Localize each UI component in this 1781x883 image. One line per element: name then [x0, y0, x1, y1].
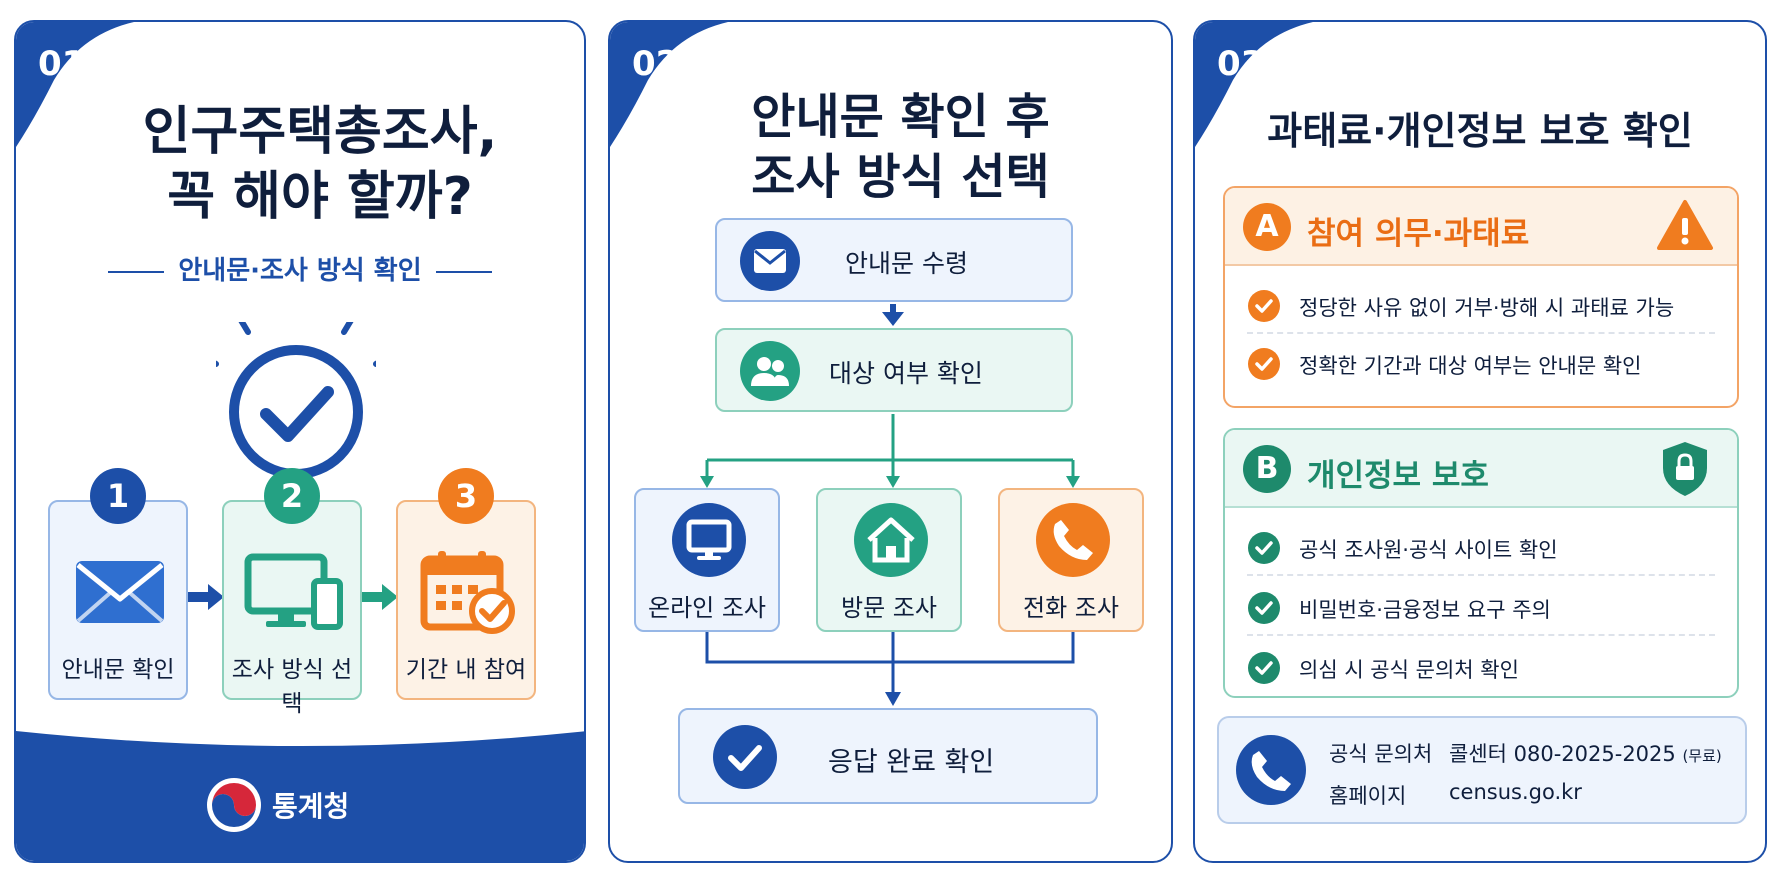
- monitor-icon: [672, 503, 746, 577]
- warning-icon: [1657, 200, 1713, 250]
- people-icon: [740, 341, 800, 401]
- arrow-right-icon: [362, 584, 398, 610]
- arrow-right-icon: [188, 584, 224, 610]
- step-number: 2: [264, 468, 320, 524]
- panel-survey-method: 02 안내문 확인 후 조사 방식 선택: [608, 20, 1173, 863]
- method-online: 온라인 조사: [634, 488, 780, 632]
- shield-lock-icon: [1663, 442, 1707, 496]
- agency-logo: 통계청: [206, 775, 349, 835]
- homepage-link[interactable]: census.go.kr: [1449, 780, 1582, 804]
- panel-number: 03: [1217, 44, 1265, 84]
- corner-badge: [1195, 22, 1314, 147]
- flow-step-check-eligibility: 대상 여부 확인: [715, 328, 1073, 412]
- page-title: 인구주택총조사, 꼭 해야 할까?: [142, 102, 498, 227]
- step-number: 1: [90, 468, 146, 524]
- section-header: B 개인정보 보호: [1225, 430, 1737, 508]
- corner-badge: [610, 22, 729, 147]
- step-label: 조사 방식 선택: [231, 657, 353, 717]
- method-visit: 방문 조사: [816, 488, 962, 632]
- panel-number: 01: [38, 44, 86, 84]
- section-header: A 참여 의무·과태료: [1225, 188, 1737, 266]
- list-item: 공식 조사원·공식 사이트 확인: [1247, 518, 1715, 576]
- bottom-band: [16, 731, 584, 861]
- section-privacy: B 개인정보 보호 공식 조사원·공식 사이트 확인 비밀번호·금융정보 요구 …: [1223, 428, 1739, 698]
- check-circle-icon: [1248, 652, 1280, 684]
- list-item: 의심 시 공식 문의처 확인: [1247, 638, 1715, 696]
- panel-why-participate: 01 인구주택총조사, 꼭 해야 할까? 안내문·조사 방식 확인 1 안내문 …: [14, 20, 586, 863]
- phone-icon: [1036, 503, 1110, 577]
- check-circle-icon: [1248, 532, 1280, 564]
- method-phone: 전화 조사: [998, 488, 1144, 632]
- section-title: 개인정보 보호: [1307, 458, 1489, 494]
- contact-label: 공식 문의처: [1329, 742, 1433, 766]
- devices-icon: [244, 553, 343, 630]
- method-label: 전화 조사: [1023, 594, 1119, 622]
- envelope-icon: [740, 231, 800, 291]
- method-label: 온라인 조사: [647, 594, 767, 622]
- house-icon: [854, 503, 928, 577]
- check-circle-icon: [1248, 290, 1280, 322]
- calendar-check-icon: [420, 551, 515, 634]
- check-circle-icon: [1248, 348, 1280, 380]
- step-label: 기간 내 참여: [405, 657, 527, 683]
- phone-icon: [1236, 735, 1306, 805]
- section-penalty: A 참여 의무·과태료 정당한 사유 없이 거부·방해 시 과태료 가능 정확한…: [1223, 186, 1739, 408]
- section-letter: A: [1243, 203, 1291, 251]
- step-card-participate: 3 기간 내 참여: [396, 468, 536, 700]
- agency-name: 통계청: [272, 790, 350, 823]
- step-label: 안내문 확인: [61, 657, 175, 683]
- emblem-icon: [207, 778, 261, 832]
- corner-badge: [16, 22, 135, 147]
- panel-number: 02: [632, 44, 680, 84]
- flow-step-response-complete: 응답 완료 확인: [678, 708, 1098, 804]
- list-item: 정확한 기간과 대상 여부는 안내문 확인: [1247, 334, 1715, 392]
- contact-value: 콜센터 080-2025-2025 (무료): [1449, 742, 1722, 766]
- check-circle-icon: [713, 725, 777, 789]
- flow-step-label: 대상 여부 확인: [829, 359, 983, 388]
- envelope-icon: [76, 561, 164, 623]
- list-item: 비밀번호·금융정보 요구 주의: [1247, 578, 1715, 636]
- section-letter: B: [1243, 445, 1291, 493]
- flow-connectors: [700, 304, 1080, 706]
- method-label: 방문 조사: [841, 594, 937, 622]
- contact-box: 공식 문의처 콜센터 080-2025-2025 (무료) 홈페이지 censu…: [1217, 716, 1747, 824]
- list-item: 정당한 사유 없이 거부·방해 시 과태료 가능: [1247, 276, 1715, 334]
- flow-step-receive-notice: 안내문 수령: [715, 218, 1073, 302]
- page-title: 안내문 확인 후 조사 방식 선택: [751, 89, 1050, 205]
- page-title: 과태료·개인정보 보호 확인: [1267, 109, 1693, 153]
- subtitle: 안내문·조사 방식 확인: [16, 250, 584, 287]
- panel-penalty-privacy: 03 과태료·개인정보 보호 확인 A 참여 의무·과태료 정당한 사유 없이 …: [1193, 20, 1767, 863]
- big-check-icon: [216, 322, 376, 479]
- contact-label: 홈페이지: [1329, 784, 1407, 808]
- step-card-notice: 1 안내문 확인: [48, 468, 188, 700]
- flow-step-label: 응답 완료 확인: [828, 747, 995, 778]
- step-card-method: 2 조사 방식 선택: [222, 468, 362, 717]
- check-circle-icon: [1248, 592, 1280, 624]
- section-title: 참여 의무·과태료: [1307, 216, 1530, 252]
- step-number: 3: [438, 468, 494, 524]
- flow-step-label: 안내문 수령: [845, 249, 968, 278]
